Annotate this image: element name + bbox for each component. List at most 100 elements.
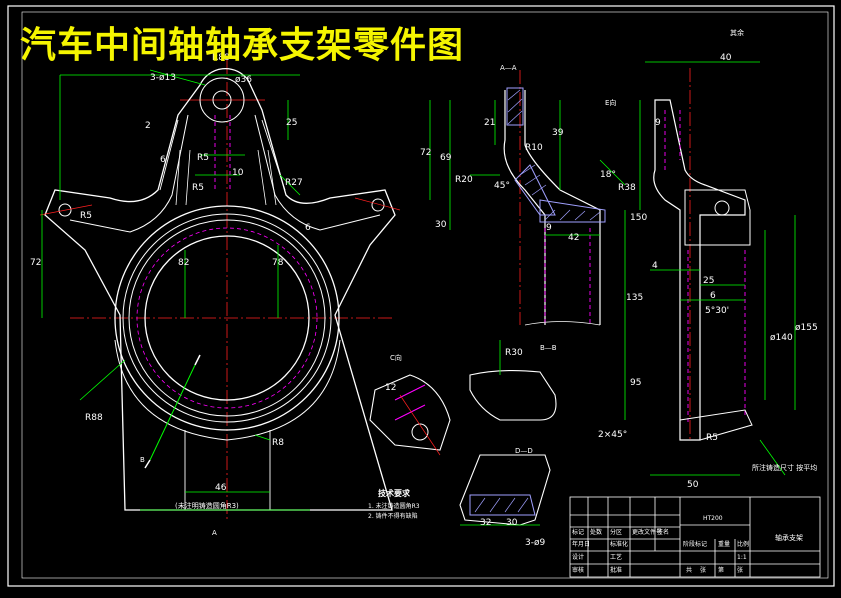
tb-part-name: 轴承支架 — [775, 533, 803, 542]
dim-v40: 40 — [720, 53, 732, 63]
label-b-mark: B — [140, 456, 145, 464]
dim-r10: R10 — [525, 143, 543, 153]
bore-hidden — [136, 227, 318, 409]
dim-v6-b: 6 — [305, 223, 311, 233]
left-slot — [175, 149, 191, 206]
dim-v72-left: 72 — [30, 258, 41, 268]
inner-border — [21, 11, 829, 579]
dim-v25: 25 — [286, 118, 297, 128]
tb-cell-16: 第 — [718, 566, 724, 574]
section-a-hidden — [544, 228, 591, 325]
tb-cell-0: 标记 — [572, 528, 584, 536]
bottom-lip — [114, 339, 341, 441]
section-arrows — [144, 354, 201, 469]
detail-c-hidden — [394, 384, 426, 421]
front-dim-lines — [41, 69, 451, 511]
dim-r30: R30 — [505, 348, 523, 358]
right-hole-cl — [354, 197, 401, 211]
detail-e — [469, 340, 557, 421]
side-note: 所注铸造尺寸 按平均 — [752, 463, 817, 472]
detail-d-hatch-box — [469, 494, 536, 516]
label-c: C向 — [390, 353, 402, 362]
right-view-hidden-bore — [687, 250, 746, 425]
left-hole-cl — [39, 204, 93, 216]
tb-cell-5: 年月日 — [572, 540, 590, 548]
dim-v42: 42 — [568, 233, 579, 243]
dim-v10: 10 — [232, 168, 244, 178]
dim-r8: R8 — [272, 438, 284, 448]
dimension-texts: 3-ø13 ø36 R88 25 72 72 69 R5 R5 R5 10 R2… — [30, 53, 818, 548]
tb-cell-10: 比例 — [737, 540, 749, 548]
tb-cell-13: 批准 — [610, 566, 622, 574]
dim-v4: 4 — [652, 261, 658, 271]
dim-v30b: 30 — [506, 518, 518, 528]
dim-v2: 2 — [145, 121, 151, 131]
dim-v135: 135 — [626, 293, 643, 303]
dim-v78: 78 — [272, 258, 284, 268]
section-a-hatch — [507, 89, 601, 221]
hidden-bore — [214, 115, 231, 190]
tb-cell-11: 审核 — [572, 566, 584, 574]
dim-r5-b: R5 — [192, 183, 204, 193]
dim-v50: 50 — [687, 480, 699, 490]
dim-r88-top: R88 — [212, 53, 230, 63]
right-rib — [261, 119, 286, 191]
left-web — [69, 114, 189, 233]
top-boss — [199, 77, 245, 123]
right-view-bottom — [679, 409, 753, 441]
tech-item-1: 1. 未注铸造圆角R3 — [368, 502, 420, 510]
label-a-mark: A — [212, 529, 217, 537]
dim-v12: 12 — [385, 383, 396, 393]
left-rib — [159, 119, 179, 191]
tb-cell-8: 阶段标记 — [683, 540, 707, 548]
bore-outer-ring — [114, 205, 340, 431]
dim-r20: R20 — [455, 175, 473, 185]
right-boss-hole — [714, 200, 730, 216]
tech-requirements: 技术要求 1. 未注铸造圆角R3 2. 铸件不得有缺陷 — [368, 488, 420, 520]
outer-outline — [44, 68, 396, 511]
label-d-d: D—D — [515, 447, 533, 455]
right-view-dims — [624, 61, 796, 476]
drawing-title: 汽车中间轴轴承支架零件图 — [20, 25, 465, 66]
dim-v6-a: 6 — [160, 155, 166, 165]
dim-r5-c: R5 — [80, 211, 92, 221]
tb-cell-7: 标准化 — [610, 540, 628, 548]
dim-r88-low: R88 — [85, 413, 103, 423]
dim-d8: 3-ø9 — [525, 538, 545, 548]
dim-v6-c: 6 — [710, 291, 716, 301]
section-a-dims — [470, 100, 626, 236]
detail-d-outline — [459, 454, 551, 526]
dim-v95: 95 — [630, 378, 641, 388]
dim-v21: 21 — [484, 118, 495, 128]
right-side-view — [624, 61, 796, 476]
detail-d-hatch — [474, 497, 529, 513]
dim-v69: 69 — [440, 153, 452, 163]
dim-v39: 39 — [552, 128, 564, 138]
right-wing-hole — [371, 198, 385, 212]
section-a-hatch-border — [506, 87, 606, 223]
right-web — [254, 114, 381, 231]
dim-angle45: 45° — [494, 181, 510, 191]
front-view — [39, 60, 451, 520]
tb-material: HT200 — [703, 515, 723, 522]
tb-cell-15: 张 — [700, 566, 706, 574]
tb-cell-6: 设计 — [572, 553, 584, 561]
dim-angle18: 18° — [600, 170, 616, 180]
bore-ring-2 — [122, 213, 332, 423]
tb-cell-4: 签名 — [657, 528, 669, 536]
dim-hole-count: 3-ø13 — [150, 73, 176, 83]
dim-r27: R27 — [285, 178, 303, 188]
left-wing-hole — [58, 203, 72, 217]
dim-angle530: 5°30' — [705, 306, 729, 316]
dim-v9-a: 9 — [546, 223, 552, 233]
dim-r5-a: R5 — [197, 153, 209, 163]
section-a-break — [524, 321, 601, 326]
dim-d36: ø36 — [235, 75, 252, 85]
tech-item-2: 2. 铸件不得有缺陷 — [368, 512, 418, 520]
title-block-texts: 轴承支架 HT200 标记 处数 分区 更改文件号 签名 年月日 设计 标准化 … — [572, 515, 803, 574]
detail-c — [369, 374, 451, 456]
dim-v32: 32 — [480, 518, 491, 528]
dim-d140: ø140 — [770, 333, 793, 343]
dim-d155: ø155 — [795, 323, 818, 333]
